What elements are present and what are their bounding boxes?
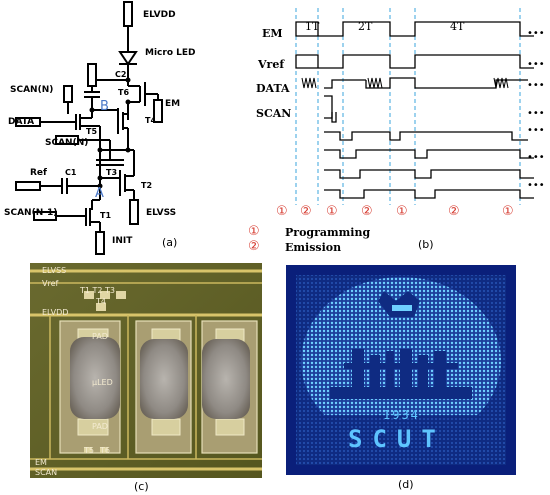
panel-c-caption: (c) [134,480,149,493]
period-label-2t: 2T [358,20,373,33]
phase-marker-1: ① [276,204,288,219]
label-t2: T2 [141,181,153,190]
micro-label-scan: SCAN [35,468,58,477]
label-elvdd: ELVDD [143,10,176,20]
label-ref: Ref [30,168,47,178]
label-scan-n-mid: SCAN(N) [45,138,89,148]
label-scan-n-minus-1: SCAN(N-1) [4,208,58,218]
legend-text-emission: Emission [285,241,342,254]
label-t5: T5 [86,127,98,136]
panel-d-display [286,265,516,475]
micro-label-t4: T4 [96,297,106,306]
panel-d-caption: (d) [398,478,414,491]
ellipsis-data: ••• [527,80,545,91]
period-label-4t: 4T [450,20,465,33]
legend-marker-programming: ① [248,224,260,239]
ellipsis-scan-2: ••• [527,125,545,136]
micro-label-t6: T6 [100,446,110,455]
panel-c-micrograph [30,263,262,478]
ellipsis-scan-1: ••• [527,108,545,119]
display-text: SCUT [348,425,446,453]
micro-label-t5: T5 [84,446,94,455]
micro-label-pad-top: PAD [92,332,108,341]
label-t6: T6 [118,88,130,97]
label-t1: T1 [100,211,112,220]
label-node-a: A [95,186,104,201]
label-micro-led: Micro LED [145,48,196,58]
phase-marker-6: ② [448,204,460,219]
ellipsis-scan-3: ••• [527,152,545,163]
micro-label-elvss: ELVSS [42,266,67,275]
timing-row-data: DATA [256,82,290,95]
micro-label-elvdd: ELVDD [42,308,69,317]
phase-marker-2: ② [300,204,312,219]
timing-row-scan: SCAN [256,107,292,120]
phase-marker-3: ① [326,204,338,219]
panel-b-timing [295,8,534,205]
micro-label-uled: μLED [92,378,113,387]
micro-label-t1-t2-t3: T1 T2 T3 [80,286,116,295]
micro-label-em: EM [35,458,47,467]
timing-row-em: EM [262,27,283,40]
label-data: DATA [8,117,35,127]
ellipsis-em: ••• [527,28,545,39]
panel-b-caption: (b) [418,238,434,251]
phase-marker-7: ① [502,204,514,219]
period-label-1t: 1T [305,20,320,33]
label-em: EM [165,99,181,109]
legend-text-programming: Programming [285,226,371,239]
label-c2: C2 [115,70,127,79]
label-elvss: ELVSS [146,208,177,218]
label-init: INIT [112,236,133,246]
label-t4: T4 [145,116,157,125]
phase-marker-4: ② [361,204,373,219]
label-t3: T3 [106,168,118,177]
timing-row-vref: Vref [258,58,285,71]
label-c1: C1 [65,168,77,177]
legend-marker-emission: ② [248,239,260,254]
panel-a-caption: (a) [162,236,178,249]
micro-label-vref: Vref [42,279,59,288]
phase-marker-5: ① [396,204,408,219]
panel-a-circuit [15,1,163,255]
ellipsis-vref: ••• [527,59,545,70]
label-node-b: B [100,99,109,114]
display-year: 1934 [383,408,420,422]
micro-label-pad-bottom: PAD [92,422,108,431]
label-scan-n-top: SCAN(N) [10,85,54,95]
ellipsis-scan-4: ••• [527,180,545,191]
